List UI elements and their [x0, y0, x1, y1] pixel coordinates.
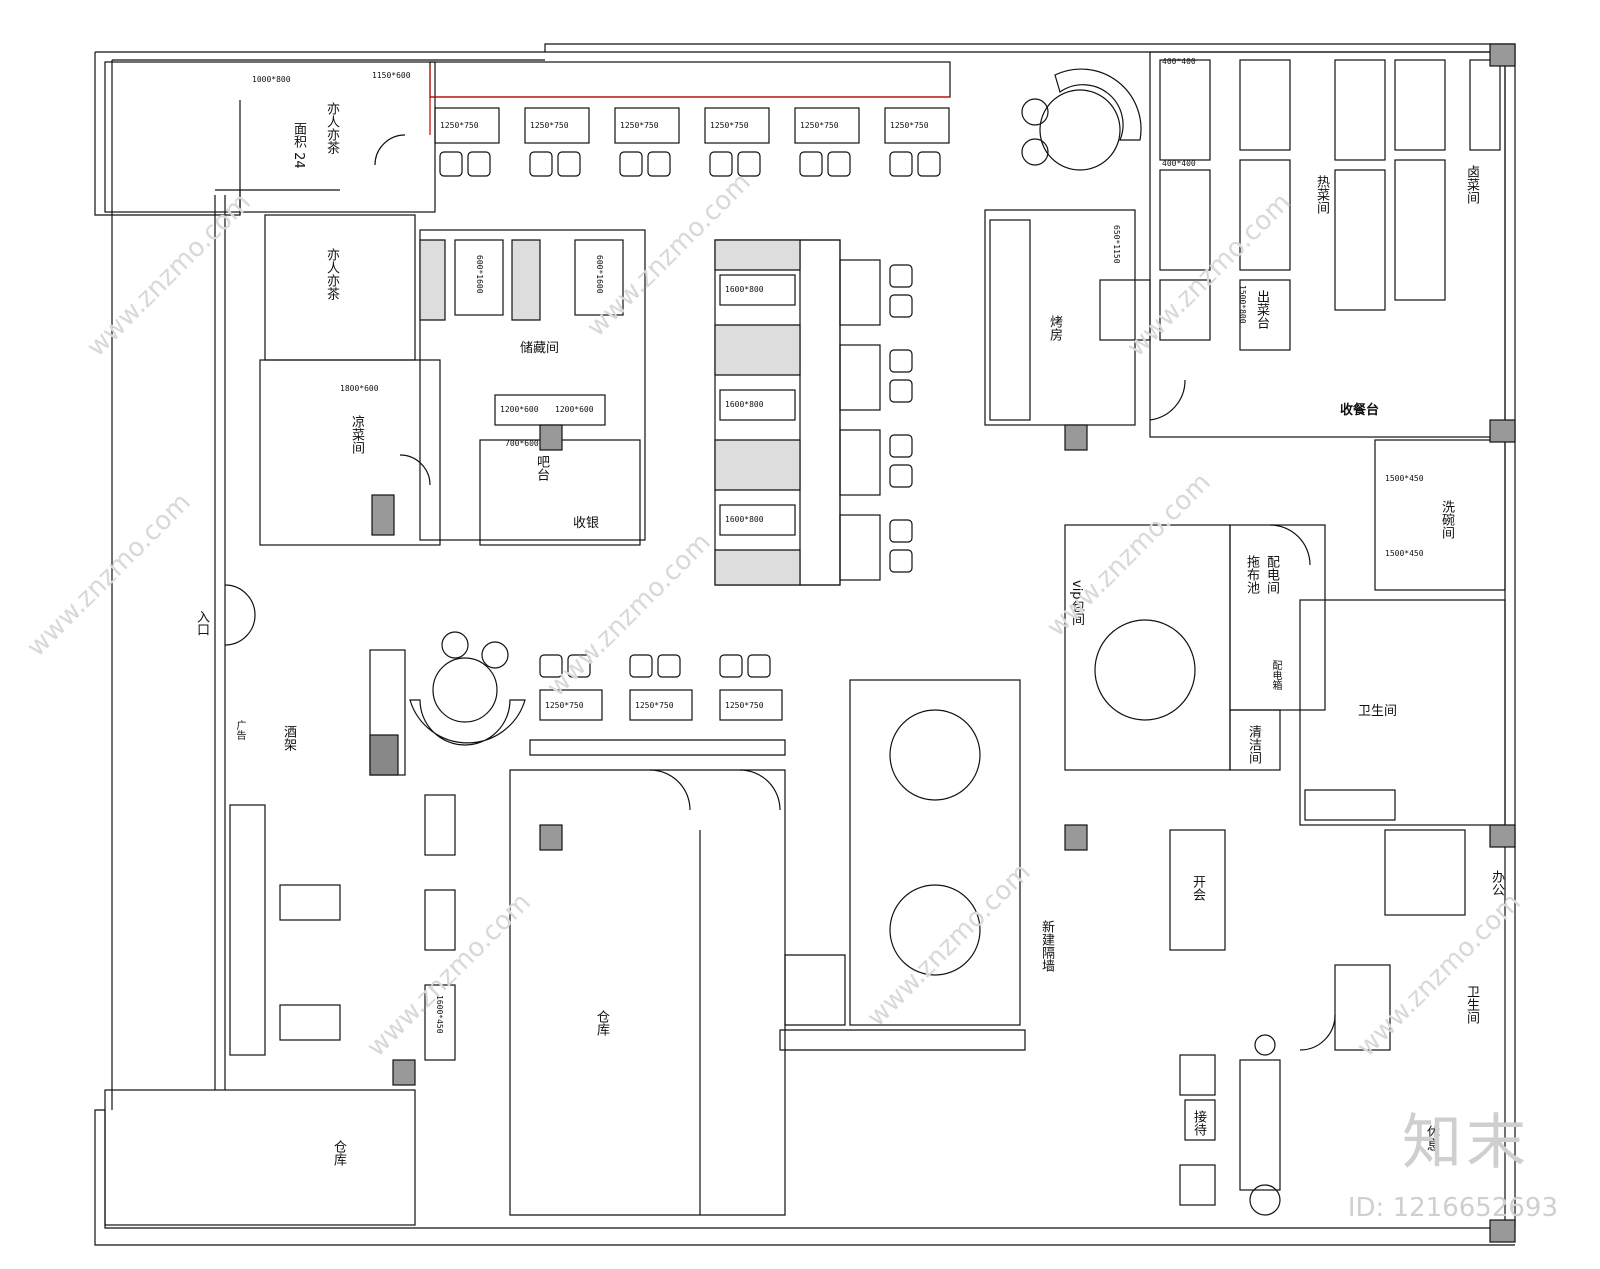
label-wine: 酒架 [281, 725, 296, 751]
storage-room [419, 229, 646, 541]
dim-table: 1250*750 [545, 701, 584, 710]
warehouse-center [509, 769, 786, 1216]
label-office: 办公 [1489, 870, 1504, 896]
label-collect: 收餐台 [1340, 403, 1380, 418]
label-partition: 新建隔墙 [1039, 920, 1054, 972]
label-pass-counter: 出菜台 [1254, 290, 1269, 329]
dim-shelf: 1200*600 [555, 405, 594, 414]
brand-watermark: 知末 [1402, 1108, 1530, 1178]
top-table-row [434, 107, 950, 177]
label-toilet: 卫生间 [1358, 704, 1398, 719]
label-storage: 储藏间 [520, 341, 560, 356]
dim-shelf: 1200*600 [500, 405, 539, 414]
dim-table: 1250*750 [440, 121, 479, 130]
office-desk [1384, 829, 1466, 916]
image-id-watermark: ID: 1216652693 [1347, 1193, 1558, 1223]
dim-table: 1250*750 [530, 121, 569, 130]
dim-stove: 400*400 [1162, 57, 1196, 66]
dim-bench: 1600*800 [725, 285, 764, 294]
label-cold-dish: 凉菜间 [349, 415, 364, 454]
label-mop: 拖布池 [1244, 555, 1259, 594]
sofa [1239, 1059, 1281, 1191]
round-booth-left [409, 631, 526, 746]
outer-wall-inner [111, 51, 1506, 1220]
booth-chairs [889, 264, 913, 573]
dim-pass: 1500*800 [1238, 285, 1247, 324]
label-rest: 休息 [1424, 1125, 1439, 1151]
dim-bench-left: 1600*450 [435, 995, 444, 1034]
bar-counter [479, 439, 641, 546]
dim-table: 1250*750 [635, 701, 674, 710]
label-wash: 洗碗间 [1439, 500, 1454, 539]
label-warehouse-2: 仓库 [331, 1140, 346, 1166]
label-roast: 烤房 [1047, 315, 1062, 341]
dim-roast: 650*1150 [1112, 225, 1121, 264]
dim-bar: 700*600 [505, 439, 539, 448]
kitchen-block [1149, 51, 1506, 438]
vip-room [1064, 524, 1231, 771]
mid-table-row [529, 654, 786, 756]
label-electric: 配电间 [1264, 555, 1279, 594]
label-meeting: 开会 [1190, 875, 1205, 901]
label-ad: 广告 [234, 720, 245, 740]
dim-wash: 1500*450 [1385, 549, 1424, 558]
label-bar: 吧台 [534, 455, 549, 481]
toilet-block [1299, 599, 1506, 826]
dim-cab: 1150*600 [372, 71, 411, 80]
label-braise: 卤菜间 [1464, 165, 1479, 204]
dim-shelf: 1800*600 [340, 384, 379, 393]
dim-stove: 400*400 [1162, 159, 1196, 168]
left-tables-col [424, 794, 456, 856]
meeting-table [1169, 829, 1226, 951]
dim-shelf: 600*1600 [595, 255, 604, 294]
label-reception-tea-1: 亦人亦茶 [324, 102, 339, 154]
left-wall [94, 51, 241, 216]
label-toilet2: 卫生间 [1464, 985, 1479, 1024]
dim-table: 1250*750 [620, 121, 659, 130]
label-cleaning: 清洁间 [1246, 725, 1261, 764]
label-warehouse-1: 仓库 [594, 1010, 609, 1036]
round-booth-top [1021, 68, 1142, 171]
dim-table: 1250*750 [725, 701, 764, 710]
outer-wall [94, 43, 1516, 1246]
label-area: 面积 24 [291, 122, 306, 169]
dim-wash: 1500*450 [1385, 474, 1424, 483]
dim-cab: 1000*800 [252, 75, 291, 84]
banquet-room [849, 679, 1021, 1026]
label-entrance: 入口 [194, 610, 209, 636]
dim-bench: 1600*800 [725, 400, 764, 409]
dim-table: 1250*750 [710, 121, 749, 130]
label-hot-kitchen: 热菜间 [1314, 175, 1329, 214]
top-counter [429, 61, 951, 98]
label-reception: 接待 [1191, 1110, 1206, 1136]
label-reception-tea-2: 亦人亦茶 [324, 248, 339, 300]
booth-bench-center [714, 239, 881, 586]
dim-shelf: 600*1600 [475, 255, 484, 294]
dim-bench: 1600*800 [725, 515, 764, 524]
label-cashier: 收银 [573, 516, 600, 531]
dim-table: 1250*750 [800, 121, 839, 130]
roast-room [984, 209, 1136, 426]
wash-room [1374, 439, 1506, 591]
warehouse-left [104, 1089, 416, 1226]
dim-table: 1250*750 [890, 121, 929, 130]
label-electric-box: 配电箱 [1270, 660, 1281, 690]
label-vip: vip包间 [1069, 580, 1084, 626]
